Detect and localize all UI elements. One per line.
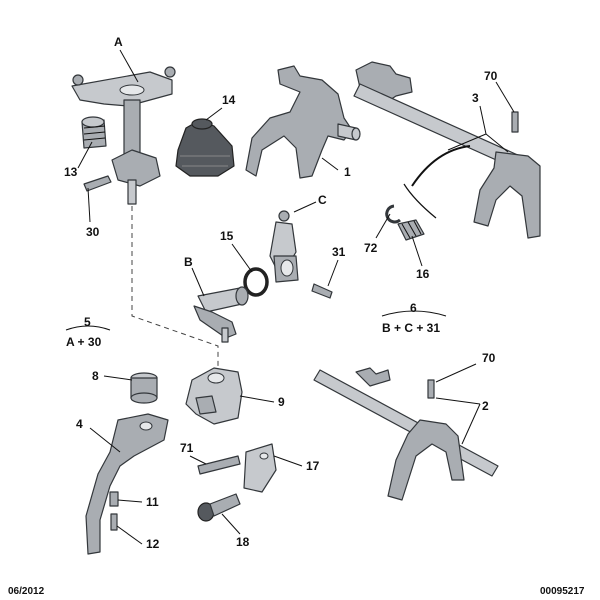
leader-lines: [77, 49, 515, 545]
part-3-fork-shaft: [353, 61, 541, 239]
part-70-pin-bottom: [427, 379, 435, 399]
part-9-selector-housing: [185, 367, 243, 425]
footer-date: 06/2012: [8, 586, 45, 597]
separator-arc-small: [403, 183, 437, 219]
part-15-o-ring: [243, 267, 269, 297]
callout-70-bottom: 70: [482, 351, 496, 365]
group-6-formula: B + C + 31: [382, 321, 440, 335]
part-16-spring: [397, 219, 425, 241]
callout-4: 4: [76, 417, 83, 431]
part-b-lever-arm: [193, 286, 249, 343]
callout-72: 72: [364, 241, 378, 255]
part-1-shift-fork: [245, 65, 361, 179]
callout-16: 16: [416, 267, 430, 281]
group-5-number: 5: [84, 315, 91, 329]
callout-2: 2: [482, 399, 489, 413]
part-c-interlock-lever: [269, 210, 299, 283]
callout-11: 11: [146, 495, 159, 509]
part-12-pin: [110, 513, 118, 531]
callout-30: 30: [86, 225, 100, 239]
callout-31: 31: [332, 245, 346, 259]
separator-arc-large: [411, 145, 471, 187]
part-30-pin: [83, 175, 112, 192]
group-5-formula: A + 30: [66, 335, 102, 349]
callout-13: 13: [64, 165, 78, 179]
callout-71: 71: [180, 441, 194, 455]
part-4-selector-lever: [85, 413, 169, 555]
part-31-pin: [311, 283, 333, 299]
callout-1: 1: [344, 165, 351, 179]
part-11-pin: [109, 491, 119, 507]
callout-14: 14: [222, 93, 236, 107]
callout-3: 3: [472, 91, 479, 105]
part-2-fork-shaft: [313, 367, 499, 501]
callout-15: 15: [220, 229, 234, 243]
callout-b: B: [184, 255, 193, 269]
part-a-selector-shaft: [71, 66, 176, 205]
part-18-bolt: [197, 493, 241, 522]
assembly-guide-dashed: [131, 206, 219, 366]
part-17-bracket: [243, 443, 277, 493]
group-6-brace: [381, 310, 447, 317]
callout-c: C: [318, 193, 327, 207]
callout-9: 9: [278, 395, 285, 409]
callout-18: 18: [236, 535, 250, 549]
part-71-screw: [197, 455, 241, 475]
part-72-circlip: [385, 204, 401, 224]
part-8-plunger: [130, 372, 158, 404]
callout-8: 8: [92, 369, 99, 383]
part-14-rubber-boot: [175, 118, 235, 177]
part-70-pin-top: [511, 111, 519, 133]
footer-reference: 00095217: [540, 586, 585, 597]
part-13-spring: [81, 116, 107, 149]
group-5-brace: [65, 325, 111, 331]
callout-17: 17: [306, 459, 320, 473]
callout-a: A: [114, 35, 123, 49]
callout-12: 12: [146, 537, 160, 551]
callout-70-top: 70: [484, 69, 498, 83]
group-6-number: 6: [410, 301, 417, 315]
